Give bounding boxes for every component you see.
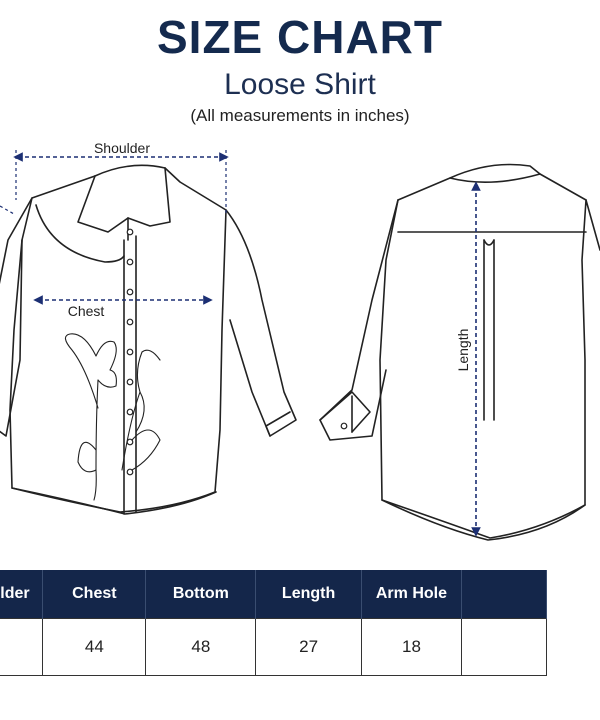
chest-label: Chest [68,303,105,319]
back-cuff-button [340,422,348,430]
value-bottom: 48 [145,618,257,676]
chest-dimension: Chest [33,295,213,319]
front-buttons [126,228,134,476]
front-shirt-view [0,164,297,515]
measurement-note: (All measurements in inches) [190,106,410,125]
value-length: 27 [255,618,362,676]
shoulder-label: Shoulder [94,140,150,156]
header-extra [461,570,547,619]
size-table-container: Shoulder Chest Bottom Length Arm Hole 44… [0,570,600,680]
header-shoulder: Shoulder [0,570,44,619]
shirt-illustration: Shoulder Chest Length [0,140,600,541]
value-chest: 44 [42,618,147,676]
header-chest: Chest [42,570,147,619]
value-arm-hole: 18 [360,618,463,676]
value-shoulder [0,618,44,676]
product-subtitle: Loose Shirt [224,68,376,101]
length-dimension: Length [455,181,481,537]
header-arm-hole: Arm Hole [361,570,463,619]
header-length: Length [255,570,362,619]
length-label: Length [455,329,471,372]
size-table: Shoulder Chest Bottom Length Arm Hole 44… [0,570,547,676]
header-bottom: Bottom [145,570,257,619]
table-header-row: Shoulder Chest Bottom Length Arm Hole [0,570,547,619]
value-extra [461,618,547,676]
shoulder-dimension: Shoulder [0,140,229,215]
table-row: 44 48 27 18 [0,618,547,676]
page-title: SIZE CHART [157,11,443,63]
